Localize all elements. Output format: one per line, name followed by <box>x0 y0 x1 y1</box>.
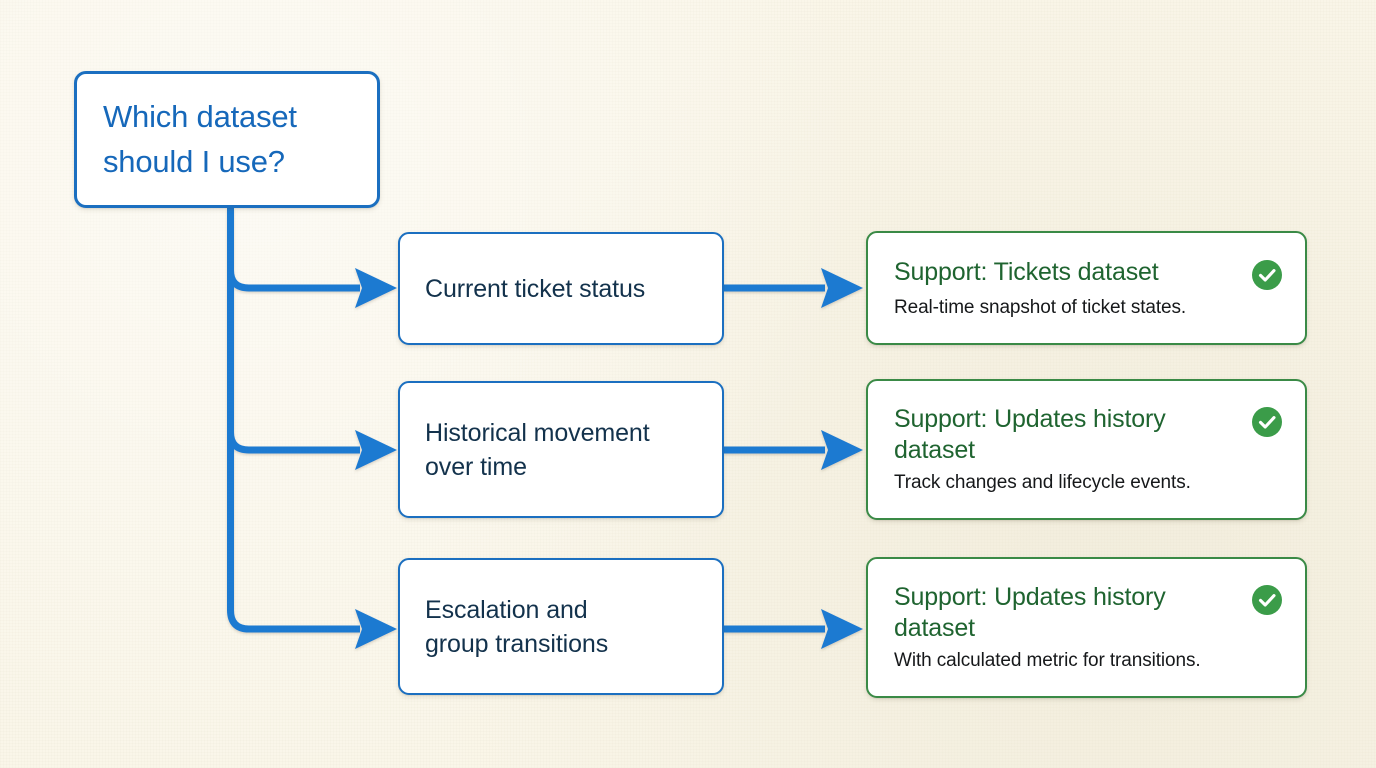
connector-root-to-criteria-1 <box>227 269 360 292</box>
criteria-label-1: Current ticket status <box>425 274 646 303</box>
result-box-2[interactable]: Support: Updates history dataset Track c… <box>866 379 1307 520</box>
root-question-box[interactable]: Which dataset should I use? <box>74 71 380 208</box>
check-circle-icon <box>1252 259 1282 290</box>
connector-trunk <box>227 208 360 633</box>
criteria-box-1[interactable]: Current ticket status <box>398 232 724 345</box>
result-header-3: Support: Updates history dataset <box>894 582 1283 645</box>
result-box-1[interactable]: Support: Tickets dataset Real-time snaps… <box>866 231 1307 345</box>
criteria-label-3: Escalation and group transitions <box>425 595 609 658</box>
result-subtitle-3: With calculated metric for transitions. <box>894 650 1201 672</box>
result-box-3[interactable]: Support: Updates history dataset With ca… <box>866 557 1307 698</box>
result-header-1: Support: Tickets dataset <box>894 257 1283 291</box>
check-circle-icon <box>1252 406 1282 437</box>
arrowhead-result-1 <box>821 268 863 308</box>
connector-root-to-criteria-2 <box>227 431 360 454</box>
result-title-2: Support: Updates history dataset <box>894 404 1166 465</box>
result-title-3: Support: Updates history dataset <box>894 582 1166 643</box>
criteria-box-2[interactable]: Historical movement over time <box>398 381 724 518</box>
arrowhead-result-2 <box>821 430 863 470</box>
result-subtitle-2: Track changes and lifecycle events. <box>894 472 1191 494</box>
check-circle-icon <box>1252 584 1282 615</box>
arrowhead-criteria-2 <box>355 430 397 470</box>
result-title-1: Support: Tickets dataset <box>894 257 1159 286</box>
result-header-2: Support: Updates history dataset <box>894 404 1283 467</box>
criteria-box-3[interactable]: Escalation and group transitions <box>398 558 724 695</box>
arrowhead-criteria-1 <box>355 268 397 308</box>
criteria-label-2: Historical movement over time <box>425 418 650 481</box>
root-question-label: Which dataset should I use? <box>103 99 297 179</box>
arrowhead-criteria-3 <box>355 609 397 649</box>
arrowhead-result-3 <box>821 609 863 649</box>
result-subtitle-1: Real-time snapshot of ticket states. <box>894 296 1187 318</box>
